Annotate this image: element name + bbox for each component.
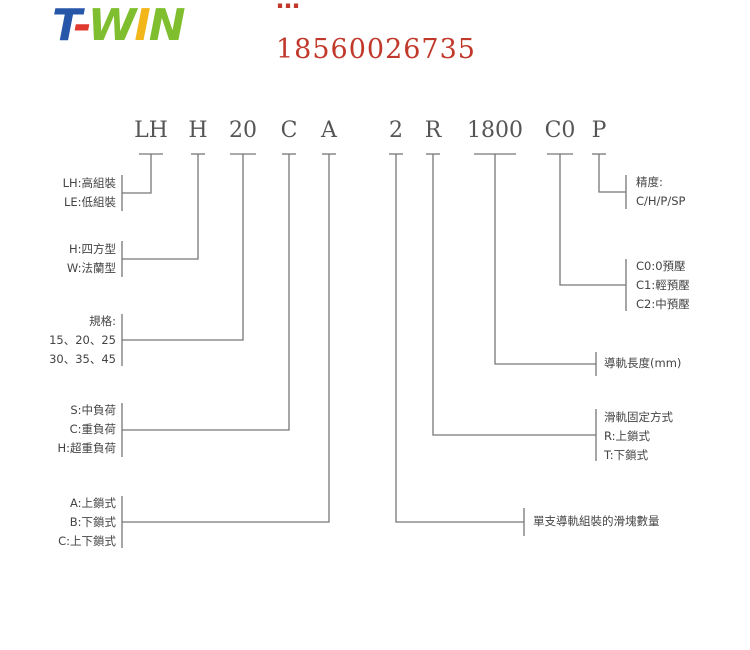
option-group-block-type: H:四方型 W:法蘭型 bbox=[67, 240, 116, 278]
option-line: H:四方型 bbox=[68, 242, 116, 256]
twin-logo: T-WIN bbox=[52, 0, 186, 51]
option-group-precision: 精度: C/H/P/SP bbox=[636, 173, 685, 211]
option-line: 單支導軌組裝的滑塊數量 bbox=[533, 514, 660, 528]
connector-r bbox=[432, 154, 596, 436]
code-c0: C0 bbox=[544, 118, 576, 143]
option-group-block-quantity: 單支導軌組裝的滑塊數量 bbox=[533, 512, 660, 531]
code-1800: 1800 bbox=[467, 118, 523, 143]
connector-a bbox=[122, 154, 330, 523]
option-line: C1:輕預壓 bbox=[636, 278, 690, 292]
option-line: 15、20、25 bbox=[49, 333, 116, 347]
code-c: C bbox=[280, 118, 298, 143]
option-line: A:上鎖式 bbox=[69, 496, 116, 510]
logo-letter-i: I bbox=[134, 0, 150, 51]
option-line: 導軌長度(mm) bbox=[604, 356, 682, 370]
logo-letter-w: W bbox=[87, 0, 137, 51]
logo-letter-t: T bbox=[52, 0, 76, 51]
option-group-mounting: A:上鎖式 B:下鎖式 C:上下鎖式 bbox=[58, 494, 116, 551]
connector-lh bbox=[122, 154, 152, 194]
option-line: 30、35、45 bbox=[49, 352, 116, 366]
option-line: C0:0預壓 bbox=[636, 259, 686, 273]
connector-c0 bbox=[559, 154, 626, 286]
phone-number: 18560026735 bbox=[276, 34, 476, 65]
code-h: H bbox=[188, 118, 208, 143]
option-group-load-type: S:中負荷 C:重負荷 H:超重負荷 bbox=[57, 401, 116, 458]
option-line: LE:低組裝 bbox=[63, 195, 116, 209]
cropped-header-text: … bbox=[276, 0, 300, 8]
option-group-assembly-height: LH:高組裝 LE:低組裝 bbox=[63, 174, 116, 212]
connector-c bbox=[122, 154, 290, 431]
option-line: C:上下鎖式 bbox=[58, 534, 116, 548]
connector-p bbox=[598, 154, 626, 193]
option-group-preload: C0:0預壓 C1:輕預壓 C2:中預壓 bbox=[636, 257, 690, 314]
code-lh: LH bbox=[134, 118, 168, 143]
code-r: R bbox=[424, 118, 442, 143]
connector-2 bbox=[395, 154, 524, 523]
option-line: B:下鎖式 bbox=[69, 515, 116, 529]
option-line: LH:高組裝 bbox=[62, 176, 116, 190]
option-line: 精度: bbox=[636, 175, 663, 189]
code-20: 20 bbox=[229, 118, 257, 143]
option-line: S:中負荷 bbox=[70, 403, 116, 417]
option-line: R:上鎖式 bbox=[604, 429, 651, 443]
option-line: C2:中預壓 bbox=[636, 297, 690, 311]
option-line: C/H/P/SP bbox=[636, 194, 686, 208]
option-group-size: 規格: 15、20、25 30、35、45 bbox=[49, 312, 116, 369]
code-a: A bbox=[321, 118, 337, 143]
option-group-rail-length: 導軌長度(mm) bbox=[604, 354, 681, 373]
option-line: 規格: bbox=[89, 314, 116, 328]
option-line: W:法蘭型 bbox=[66, 261, 116, 275]
option-group-rail-fixing: 滑軌固定方式 R:上鎖式 T:下鎖式 bbox=[604, 408, 673, 465]
option-line: C:重負荷 bbox=[69, 422, 116, 436]
connector-h bbox=[122, 154, 199, 260]
option-line: 滑軌固定方式 bbox=[604, 410, 673, 424]
code-p: P bbox=[591, 118, 607, 143]
option-line: T:下鎖式 bbox=[604, 448, 649, 462]
connector-1800 bbox=[494, 154, 596, 365]
code-2: 2 bbox=[389, 118, 403, 143]
logo-dash: - bbox=[73, 0, 90, 51]
connector-20 bbox=[122, 154, 244, 341]
logo-letter-n: N bbox=[148, 0, 186, 51]
option-line: H:超重負荷 bbox=[57, 441, 116, 455]
